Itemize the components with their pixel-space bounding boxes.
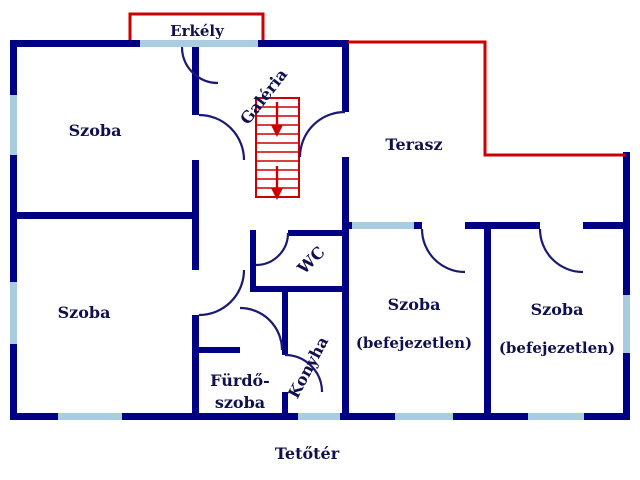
balcony-outline: [128, 12, 265, 40]
label-floor-title: Tetőtér: [275, 444, 340, 463]
label-balcony: Erkély: [170, 22, 225, 40]
windows: [10, 40, 630, 420]
label-terrace: Terasz: [385, 135, 442, 154]
label-unfinished2-line2: (befejezetlen): [499, 339, 615, 357]
terrace-railing: [348, 40, 626, 157]
label-room-top-left: Szoba: [69, 121, 122, 140]
staircase: [255, 97, 300, 200]
label-room-bottom-left: Szoba: [58, 303, 111, 322]
label-unfinished1-line2: (befejezetlen): [356, 334, 472, 352]
label-bathroom-line1: Fürdő-: [210, 371, 270, 390]
room-labels: Erkély Szoba Galéria Terasz Szoba WC Szo…: [58, 22, 616, 463]
label-bathroom-line2: szoba: [215, 393, 265, 412]
label-kitchen: Konyha: [284, 333, 332, 401]
label-unfinished1-line1: Szoba: [388, 295, 441, 314]
label-unfinished2-line1: Szoba: [531, 300, 584, 319]
door-swings: [180, 46, 584, 393]
label-wc: WC: [293, 243, 329, 279]
